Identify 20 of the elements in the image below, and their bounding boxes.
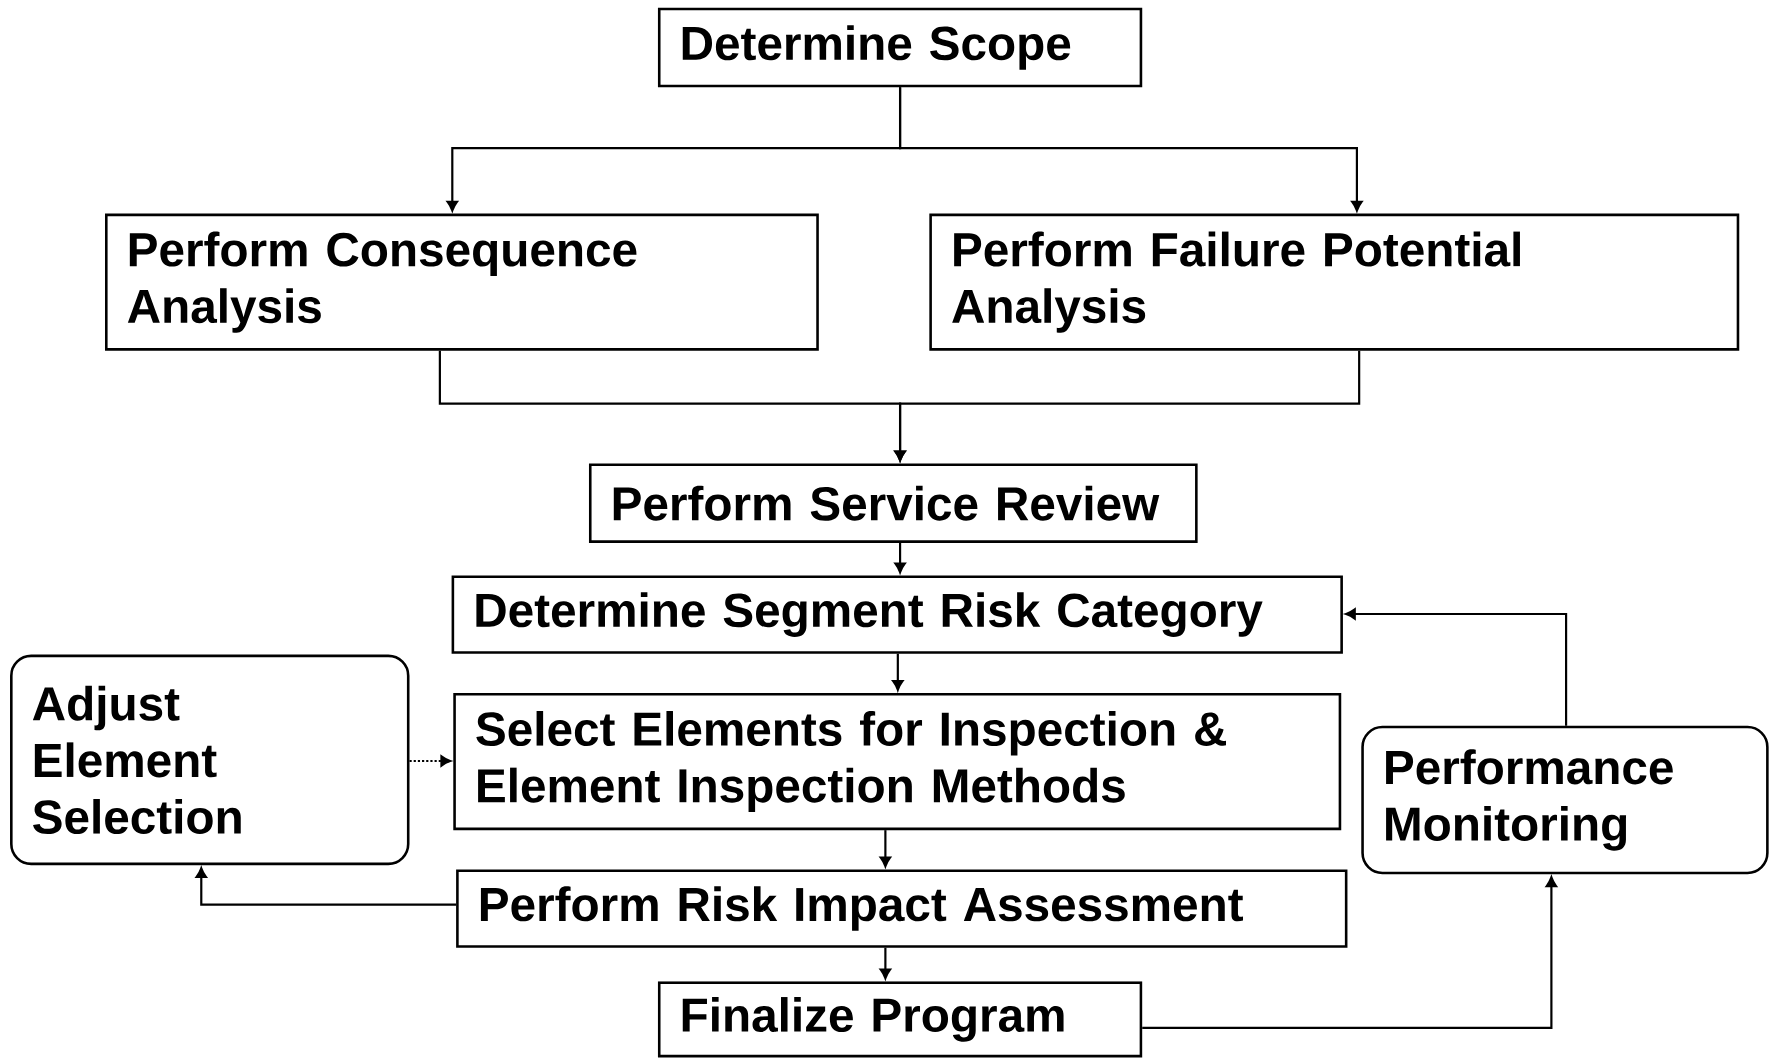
process-box: Perform Risk Impact Assessment bbox=[456, 869, 1348, 948]
process-box: Determine Scope bbox=[657, 7, 1143, 88]
feedback-box: Performance Monitoring bbox=[1361, 725, 1769, 875]
process-box: Determine Segment Risk Category bbox=[451, 575, 1343, 654]
arrow bbox=[879, 947, 892, 979]
arrow bbox=[894, 350, 1361, 462]
arrow bbox=[879, 829, 892, 868]
arrow bbox=[195, 867, 457, 906]
arrow bbox=[409, 755, 452, 767]
process-box: Perform Consequence Analysis bbox=[105, 213, 819, 351]
arrow bbox=[1345, 608, 1568, 726]
arrow bbox=[899, 87, 1363, 212]
arrow bbox=[892, 653, 904, 691]
process-box: Perform Failure Potential Analysis bbox=[929, 213, 1740, 351]
arrow bbox=[1142, 876, 1558, 1029]
process-box: Perform Service Review bbox=[588, 463, 1198, 543]
process-box: Select Elements for Inspection & Element Inspection Methods bbox=[453, 692, 1342, 830]
process-box: Finalize Program bbox=[657, 981, 1143, 1058]
feedback-box: Adjust Element Selection bbox=[10, 654, 410, 865]
arrow bbox=[894, 542, 906, 574]
